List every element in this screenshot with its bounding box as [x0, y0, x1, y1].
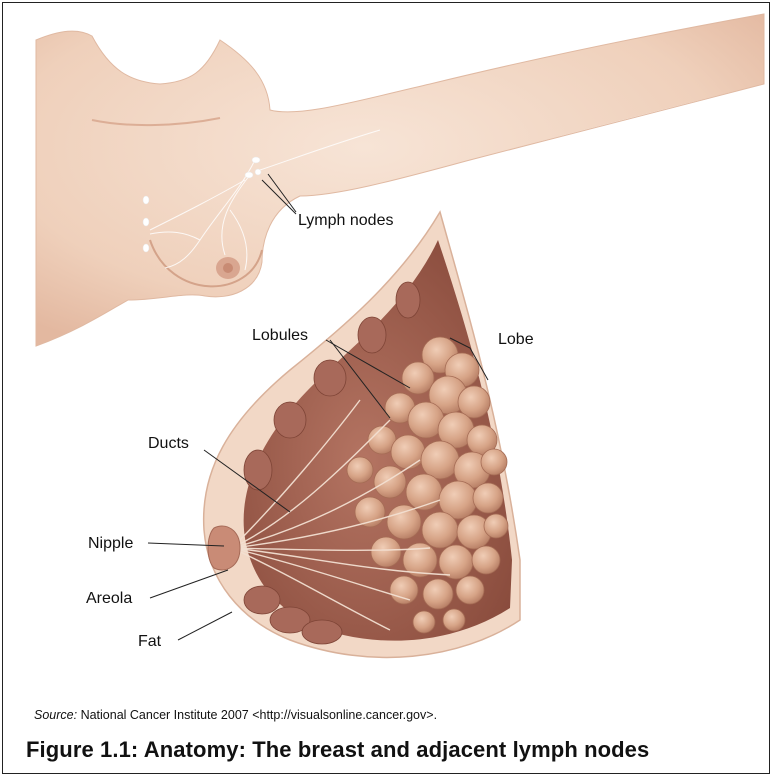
figure-caption: Figure 1.1: Anatomy: The breast and adja… — [26, 737, 649, 763]
label-lymph-nodes: Lymph nodes — [298, 212, 393, 229]
label-lobules: Lobules — [252, 327, 308, 344]
label-areola: Areola — [86, 590, 132, 607]
label-lobe: Lobe — [498, 331, 534, 348]
source-credit: Source: National Cancer Institute 2007 <… — [34, 708, 437, 722]
source-text: National Cancer Institute 2007 <http://v… — [77, 708, 437, 722]
source-prefix: Source: — [34, 708, 77, 722]
label-fat: Fat — [138, 633, 162, 650]
label-nipple: Nipple — [88, 535, 133, 552]
breast-anatomy-illustration: Lymph nodes Lobules Lobe Ducts Nipple Ar… — [0, 0, 774, 700]
label-ducts: Ducts — [148, 435, 189, 452]
